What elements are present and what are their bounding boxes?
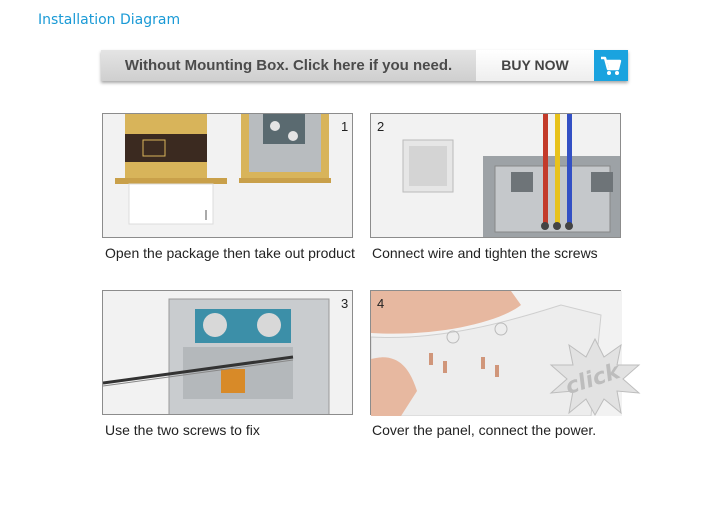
step-1-image: 1 — [102, 113, 353, 238]
step-4-image: 4 click — [370, 290, 641, 417]
buy-now-button[interactable]: BUY NOW — [476, 50, 594, 81]
mounting-box-banner[interactable]: Without Mounting Box. Click here if you … — [101, 50, 628, 81]
cart-button[interactable] — [594, 50, 628, 81]
step-1-number: 1 — [341, 119, 349, 134]
step-2-caption: Connect wire and tighten the screws — [372, 245, 598, 261]
package-illustration — [103, 114, 352, 237]
wiring-illustration — [371, 114, 620, 237]
step-3-image: 3 — [102, 290, 353, 415]
banner-text[interactable]: Without Mounting Box. Click here if you … — [101, 50, 476, 81]
click-burst-icon — [549, 337, 641, 417]
step-2-image: 2 — [370, 113, 621, 238]
page-title: Installation Diagram — [38, 12, 181, 28]
step-4-number: 4 — [377, 296, 385, 311]
step-2-number: 2 — [377, 119, 385, 134]
step-1-caption: Open the package then take out product — [105, 245, 355, 261]
screw-fixing-illustration — [103, 291, 352, 414]
step-4-caption: Cover the panel, connect the power. — [372, 422, 597, 438]
step-3-number: 3 — [341, 296, 349, 311]
shopping-cart-icon — [601, 56, 622, 75]
step-3-caption: Use the two screws to fix — [105, 422, 260, 438]
